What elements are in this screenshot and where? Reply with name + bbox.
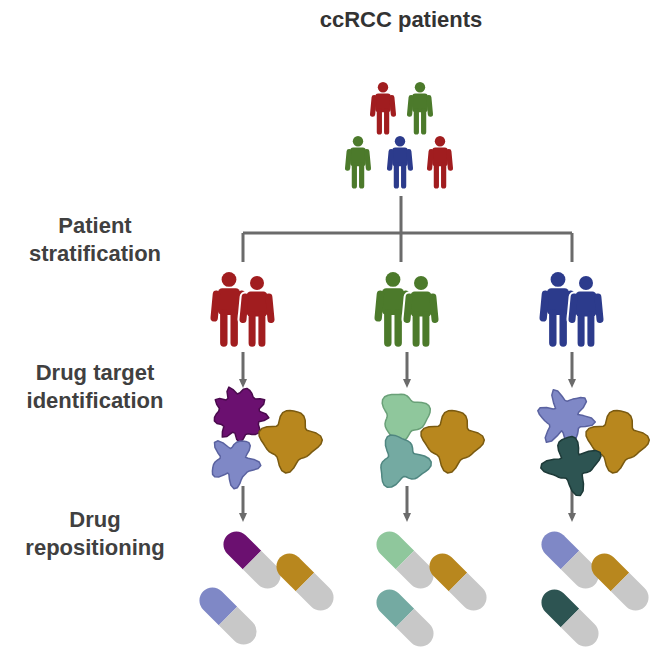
capsule-body <box>561 609 604 652</box>
row-label: Drug target identification <box>5 359 185 415</box>
person-limbs <box>348 152 369 186</box>
person-head <box>353 136 363 146</box>
person-limbs <box>390 152 411 186</box>
tree-lines <box>243 196 572 262</box>
arrow <box>571 352 574 384</box>
capsule <box>371 584 439 652</box>
person-head <box>577 274 595 292</box>
protein-target <box>259 411 322 473</box>
person-limbs <box>407 297 435 343</box>
stratification-tree <box>243 196 572 262</box>
person-head <box>415 82 425 92</box>
person-head <box>395 136 405 146</box>
title: ccRCC patients <box>241 6 561 34</box>
person-torso <box>245 289 270 318</box>
person-head <box>222 272 237 287</box>
arrow <box>242 486 245 518</box>
person-limbs <box>243 297 271 343</box>
person-torso <box>574 289 599 318</box>
person-head <box>250 276 264 290</box>
capsule <box>218 526 286 594</box>
person-icon <box>373 82 394 132</box>
person-icon <box>410 82 431 132</box>
person-limbs <box>410 98 431 132</box>
person-limbs <box>373 98 394 132</box>
person-limbs <box>572 297 600 343</box>
person-icon <box>407 274 435 343</box>
person-icon <box>430 136 451 186</box>
capsule <box>424 548 492 616</box>
protein-target <box>381 435 431 487</box>
capsule-body <box>449 573 492 616</box>
capsule-body <box>611 573 654 616</box>
person-head <box>378 82 388 92</box>
person-icon <box>572 274 600 343</box>
capsule-body <box>396 609 439 652</box>
row-label: Patient stratification <box>5 212 185 268</box>
capsule <box>271 548 339 616</box>
person-head <box>435 136 445 146</box>
person-icon <box>390 136 411 186</box>
person-head <box>414 276 428 290</box>
person-head <box>579 276 593 290</box>
person-torso <box>409 289 434 318</box>
person-icon <box>243 274 271 343</box>
capsule <box>371 526 439 594</box>
arrow <box>242 352 245 384</box>
row-label: Drug repositioning <box>5 506 185 562</box>
capsule <box>536 584 604 652</box>
arrow <box>406 486 409 518</box>
capsule-body <box>219 607 262 650</box>
capsule-body <box>296 573 339 616</box>
person-limbs <box>430 152 451 186</box>
protein-target <box>212 441 260 489</box>
capsule <box>586 548 654 616</box>
person-head <box>386 272 401 287</box>
protein-target <box>541 437 601 496</box>
arrow <box>406 352 409 384</box>
person-icon <box>348 136 369 186</box>
person-head <box>551 272 566 287</box>
person-head <box>248 274 266 292</box>
person-head <box>412 274 430 292</box>
capsule <box>194 582 262 650</box>
